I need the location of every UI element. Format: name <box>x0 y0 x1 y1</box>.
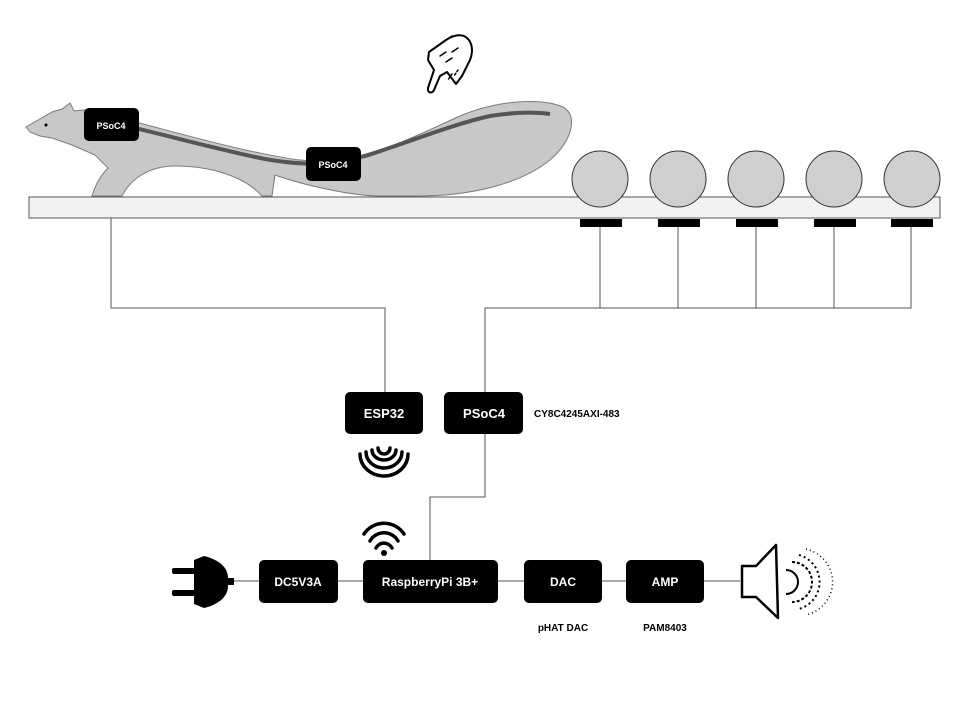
squirrel-eye <box>44 123 48 127</box>
amp-part-number: PAM8403 <box>643 623 687 634</box>
amp-label: AMP <box>652 575 679 589</box>
psoc-main-label: PSoC4 <box>463 406 506 421</box>
sensor-pad-1 <box>580 219 622 227</box>
sensor-pad-2 <box>658 219 700 227</box>
psoc-tail-label: PSoC4 <box>318 160 347 170</box>
sensor-pad-4 <box>814 219 856 227</box>
ball-5 <box>883 150 941 208</box>
power-plug-icon <box>172 556 234 608</box>
psoc-main-block: PSoC4 <box>444 392 523 434</box>
wire-head-psoc-to-esp32 <box>110 138 386 392</box>
wires <box>110 138 912 582</box>
psoc-tail-block: PSoC4 <box>306 147 361 181</box>
ball-1 <box>571 150 629 208</box>
esp32-label: ESP32 <box>364 406 404 421</box>
amp-block: AMP <box>626 560 704 603</box>
pointing-hand-icon <box>426 34 473 94</box>
wireless-broadcast-icon <box>358 446 410 478</box>
ball-2 <box>649 150 707 208</box>
wifi-icon <box>362 521 406 556</box>
psoc-head-label: PSoC4 <box>96 121 125 131</box>
dc-label: DC5V3A <box>274 575 322 589</box>
dac-part-number: pHAT DAC <box>538 623 588 634</box>
esp32-block: ESP32 <box>345 392 423 434</box>
ball-4 <box>805 150 863 208</box>
sensor-pad-3 <box>736 219 778 227</box>
sensor-pad-5 <box>891 219 933 227</box>
wire-psoc-to-rpi <box>429 434 486 561</box>
dac-label: DAC <box>550 575 576 589</box>
speaker-icon <box>740 543 834 620</box>
shelf <box>28 196 941 219</box>
psoc-head-block: PSoC4 <box>84 108 139 141</box>
wire-sensor-bus <box>484 226 912 392</box>
rpi-block: RaspberryPi 3B+ <box>363 560 498 603</box>
sensor-pads <box>580 219 933 227</box>
psoc-part-number: CY8C4245AXI-483 <box>534 409 620 420</box>
dc-block: DC5V3A <box>259 560 338 603</box>
dac-block: DAC <box>524 560 602 603</box>
ball-3 <box>727 150 785 208</box>
rpi-label: RaspberryPi 3B+ <box>382 575 478 589</box>
sensor-balls <box>571 150 941 208</box>
